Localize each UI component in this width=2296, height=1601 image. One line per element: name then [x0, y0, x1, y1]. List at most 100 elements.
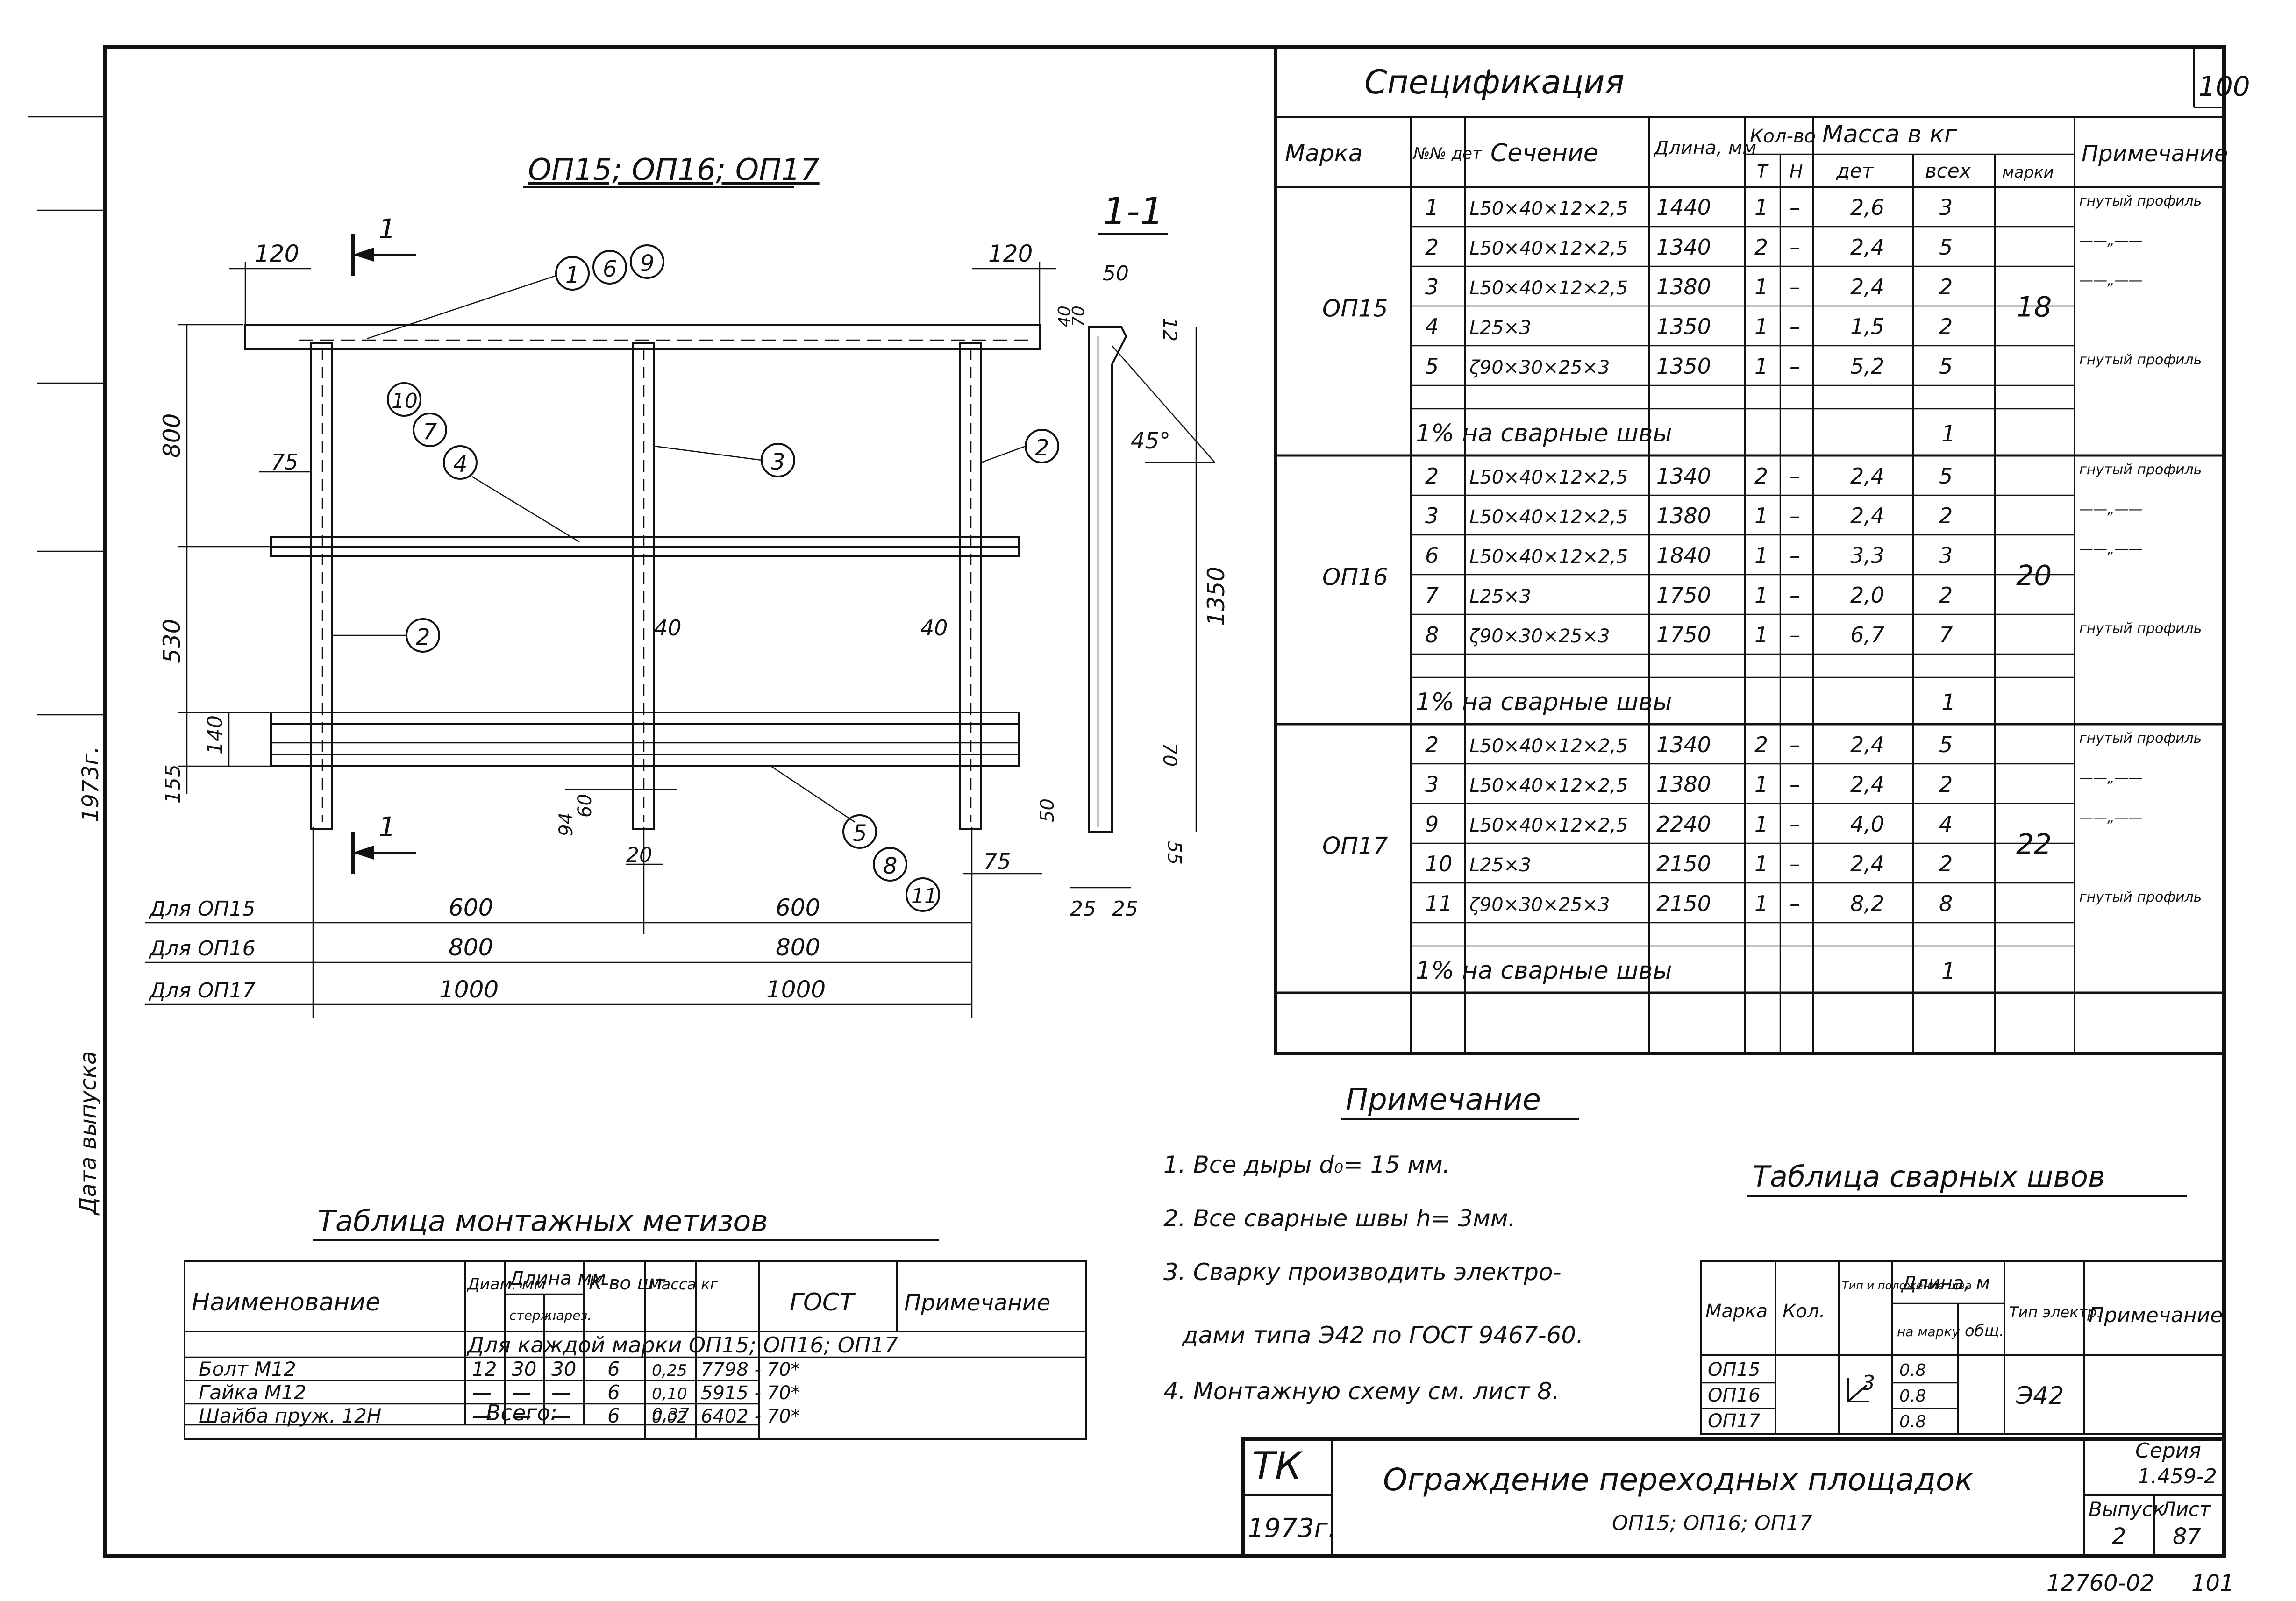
- tb-issue-label: Выпуск: [2089, 1498, 2165, 1521]
- spec-row-mass-det: 2,4: [1850, 235, 1884, 260]
- spec-row-note: гнутый профиль: [2079, 193, 2202, 209]
- weld-row1-marka: ОП15: [1708, 1359, 1760, 1380]
- spec-row-t: 2: [1754, 463, 1768, 489]
- spec-row-length: 1750: [1656, 622, 1711, 648]
- spec-group-marka: ОП15: [1322, 295, 1388, 322]
- hw-row-mass: 0,10: [652, 1385, 687, 1403]
- hw-row-gost: 6402 - 70*: [701, 1406, 800, 1427]
- dim-60: 60: [574, 794, 596, 818]
- title-block: ТК 1973г. Ограждение переходных площадок…: [1241, 1437, 2234, 1596]
- hw-h-rod: стерж.: [509, 1308, 556, 1323]
- spec-row-note: гнутый профиль: [2079, 462, 2202, 478]
- callout-2-right: 2: [1035, 435, 1049, 461]
- weld-h-total: общ.: [1965, 1322, 2004, 1340]
- margin-note-release: Дата выпуска: [75, 1051, 101, 1216]
- spec-row-t: 1: [1754, 851, 1768, 876]
- hw-h-length: Длина мм: [508, 1268, 606, 1289]
- spec-weld-label: 1% на сварные швы: [1416, 688, 1672, 716]
- span-op15-b: 600: [776, 894, 820, 921]
- hw-h-mass: Масса кг: [649, 1275, 718, 1293]
- spec-row-num: 2: [1425, 463, 1439, 489]
- spec-row-num: 2: [1425, 235, 1439, 260]
- spec-title: Спецификация: [1364, 63, 1625, 101]
- spec-row-h: –: [1790, 811, 1800, 837]
- hardware-title: Таблица монтажных метизов: [318, 1204, 768, 1238]
- section-mark-top: 1: [378, 213, 396, 245]
- dim-50-bottom: 50: [1037, 798, 1058, 822]
- spec-row-note: гнутый профиль: [2079, 352, 2202, 368]
- span-op16-a: 800: [449, 934, 493, 961]
- note-4: 4. Монтажную схему см. лист 8.: [1163, 1378, 1560, 1405]
- spec-row-note: ——„——: [2079, 770, 2143, 786]
- spec-row-num: 4: [1425, 314, 1439, 339]
- spec-row-mass-det: 8,2: [1850, 891, 1884, 916]
- weld-row2-len: 0.8: [1899, 1387, 1926, 1406]
- hw-row-diam: —: [472, 1381, 492, 1404]
- dim-530: 530: [158, 619, 185, 663]
- spec-row-mass-det: 2,4: [1850, 772, 1884, 797]
- spec-row-length: 2150: [1656, 891, 1711, 916]
- hw-h-thread: нарез.: [548, 1308, 592, 1323]
- hw-row-rod: —: [512, 1404, 531, 1427]
- section-title: 1-1: [1103, 190, 1164, 233]
- spec-row-mass-all: 2: [1939, 503, 1953, 528]
- hardware-table: Таблица монтажных метизов Наименование Д…: [184, 1204, 1087, 1440]
- hw-row-name: Болт М12: [199, 1358, 296, 1380]
- dim-800: 800: [158, 413, 185, 458]
- sheet-number-top: 100: [2198, 71, 2250, 102]
- weld-h-permark: на марку: [1897, 1324, 1960, 1339]
- spec-row-section: L25×3: [1469, 317, 1531, 339]
- weld-h-type: Тип и положение шва: [1842, 1279, 1972, 1292]
- hw-row-gost: 5915 - 70*: [701, 1382, 800, 1404]
- note-3b: дами типа Э42 по ГОСТ 9467-60.: [1182, 1322, 1583, 1349]
- spec-row-length: 1380: [1656, 772, 1711, 797]
- spec-row-t: 1: [1754, 195, 1768, 220]
- spec-row-mass-all: 2: [1939, 314, 1953, 339]
- spec-row-note: ——„——: [2079, 501, 2143, 518]
- post-right: [959, 342, 982, 830]
- callout-4: 4: [453, 451, 468, 477]
- weld-type-value: 3: [1862, 1371, 1875, 1395]
- spec-row-h: –: [1790, 732, 1800, 757]
- weld-h-electrode: Тип электр.: [2009, 1303, 2102, 1321]
- spec-row-num: 5: [1425, 354, 1439, 379]
- spec-row-section: L25×3: [1469, 854, 1531, 876]
- hw-row-diam: —: [472, 1404, 492, 1427]
- tb-series-label: Серия: [2135, 1439, 2201, 1463]
- weld-row3-marka: ОП17: [1708, 1410, 1761, 1432]
- spec-row-mass-all: 5: [1939, 235, 1953, 260]
- hw-h-gost: ГОСТ: [790, 1288, 856, 1316]
- hw-h-qty: К-во шт: [589, 1273, 666, 1294]
- hw-row-thread: —: [551, 1404, 571, 1427]
- hw-h-name: Наименование: [192, 1288, 380, 1316]
- spec-row-section: L50×40×12×2,5: [1469, 278, 1628, 299]
- spec-group-mass-mark: 20: [2016, 560, 2052, 592]
- hw-span-row: Для каждой марки ОП15; ОП16; ОП17: [466, 1332, 898, 1358]
- spec-row-h: –: [1790, 354, 1800, 379]
- spec-row-mass-det: 2,4: [1850, 503, 1884, 528]
- dim-25-right: 25: [1112, 897, 1138, 921]
- spec-row-h: –: [1790, 503, 1800, 528]
- spec-row-num: 7: [1425, 583, 1439, 608]
- callout-8: 8: [883, 853, 898, 879]
- spec-h-det: дет: [1836, 159, 1874, 182]
- note-2: 2. Все сварные швы h= 3мм.: [1163, 1205, 1515, 1232]
- spec-row-mass-all: 2: [1939, 583, 1953, 608]
- spec-row-t: 1: [1754, 583, 1768, 608]
- spec-row-length: 1340: [1656, 732, 1711, 757]
- dim-70-bottom: 70: [1159, 743, 1180, 767]
- callout-7: 7: [423, 419, 437, 445]
- spec-row-mass-det: 2,4: [1850, 851, 1884, 876]
- spec-group-mass-mark: 22: [2016, 828, 2052, 861]
- spec-row-section: L50×40×12×2,5: [1469, 506, 1628, 528]
- post-middle: [632, 342, 655, 830]
- spec-group-mass-mark: 18: [2016, 291, 2052, 324]
- tb-code: 12760-02: [2046, 1570, 2154, 1596]
- spec-row-length: 1350: [1656, 354, 1711, 379]
- spec-row-length: 2240: [1656, 811, 1711, 837]
- dim-40-section: 40: [1055, 306, 1074, 327]
- callout-1: 1: [565, 262, 580, 288]
- weld-row1-len: 0.8: [1899, 1361, 1926, 1380]
- spec-row-note: гнутый профиль: [2079, 889, 2202, 905]
